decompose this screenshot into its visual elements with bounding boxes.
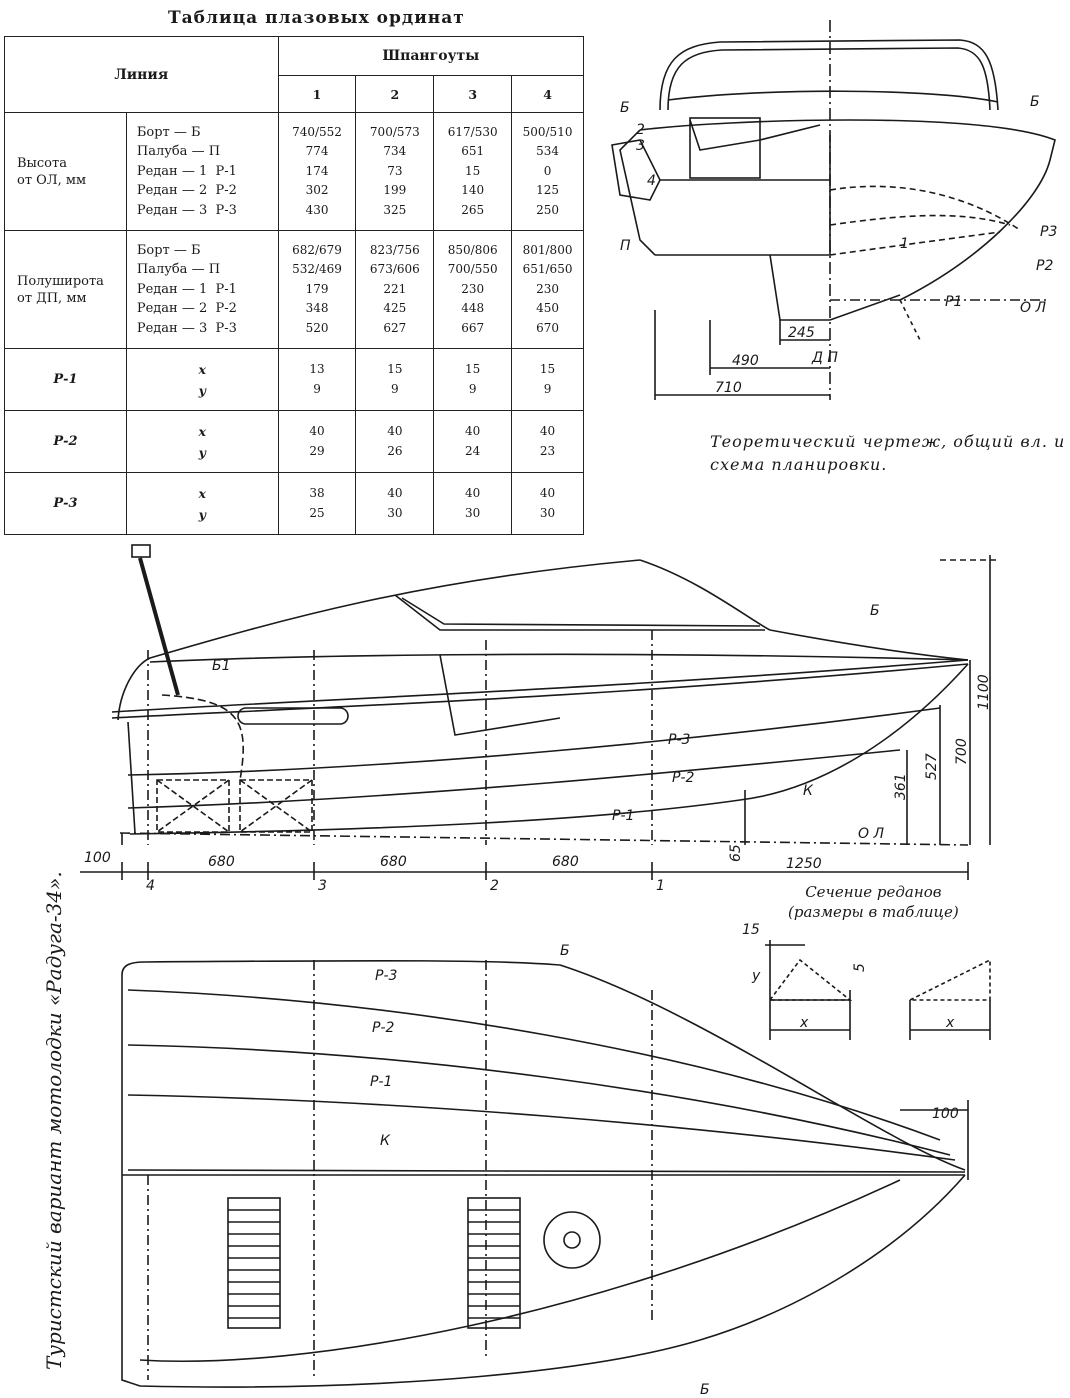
label-r1: Р-1	[612, 808, 634, 824]
dim-65: 65	[728, 844, 744, 862]
dim-1100: 1100	[976, 674, 992, 710]
dim-15: 15	[742, 922, 760, 938]
group-lines: Борт — Б Палуба — П Редан — 1 Р-1 Редан …	[125, 230, 279, 349]
dim-5: 5	[852, 963, 868, 972]
body-plan-drawing	[611, 20, 1056, 400]
label-ol: О Л	[858, 826, 884, 842]
label-b: Б	[700, 1382, 710, 1398]
xy-label: x y	[125, 472, 279, 535]
dim-1250: 1250	[786, 856, 822, 872]
table-cell: 13 9	[277, 348, 357, 411]
section-caption: Сечение реданов (размеры в таблице)	[788, 883, 959, 921]
table-cell: 40 30	[355, 472, 435, 535]
step-label: Р-1	[4, 348, 127, 411]
frame-number: 1	[277, 75, 357, 113]
dim-245: 245	[788, 325, 815, 341]
header-line: Линия	[4, 36, 279, 113]
frame-mark-1: 1	[656, 878, 665, 894]
table-cell: 801/800 651/650 230 450 670	[511, 230, 584, 349]
plan-view-drawing	[121, 959, 969, 1388]
label-dp: Д П	[811, 350, 838, 366]
label-r2: Р-2	[672, 770, 694, 786]
label-r1: Р-1	[370, 1074, 392, 1090]
dim-100: 100	[84, 850, 111, 866]
frame-mark-4: 4	[146, 878, 155, 894]
table-cell: 823/756 673/606 221 425 627	[355, 230, 435, 349]
label-n4: 4	[647, 173, 656, 189]
label-n2: 2	[636, 122, 645, 138]
label-r2: Р-2	[372, 1020, 394, 1036]
xy-label: x y	[125, 410, 279, 473]
table-title: Таблица плазовых ординат	[168, 8, 465, 28]
label-p2: Р2	[1036, 258, 1053, 274]
frame-number: 3	[433, 75, 513, 113]
label-k: К	[803, 783, 814, 799]
label-k: К	[380, 1133, 391, 1149]
frame-number: 4	[511, 75, 584, 113]
step-section-drawing	[765, 940, 991, 1040]
label-r3: Р-3	[668, 732, 690, 748]
label-p3: Р3	[1040, 224, 1057, 240]
dim-680: 680	[208, 854, 235, 870]
label-p1: Р1	[945, 294, 962, 310]
ordinates-table: Линия Шпангоуты 1 2 3 4 Высота от ОЛ, мм…	[4, 36, 585, 535]
table-cell: 40 26	[355, 410, 435, 473]
label-b: Б	[560, 943, 570, 959]
table-cell: 850/806 700/550 230 448 667	[433, 230, 513, 349]
table-cell: 682/679 532/469 179 348 520	[277, 230, 357, 349]
label-p: П	[620, 238, 631, 254]
dim-527: 527	[924, 753, 940, 780]
label-n1: 1	[900, 236, 909, 252]
group-lines: Борт — Б Палуба — П Редан — 1 Р-1 Редан …	[125, 112, 279, 231]
table-cell: 15 9	[511, 348, 584, 411]
table-cell: 500/510 534 0 125 250	[511, 112, 584, 231]
label-n3: 3	[636, 138, 645, 154]
side-profile-drawing	[80, 544, 1000, 880]
table-cell: 40 30	[511, 472, 584, 535]
group-label-halfbreadth: Полуширота от ДП, мм	[4, 230, 127, 349]
dim-100: 100	[932, 1106, 959, 1122]
table-cell: 40 30	[433, 472, 513, 535]
table-cell: 15 9	[355, 348, 435, 411]
label-b1: Б1	[212, 658, 231, 674]
dim-710: 710	[715, 380, 742, 396]
label-b: Б	[1030, 94, 1040, 110]
dim-680: 680	[380, 854, 407, 870]
dim-361: 361	[893, 773, 909, 800]
table-cell: 38 25	[277, 472, 357, 535]
table-cell: 740/552 774 174 302 430	[277, 112, 357, 231]
step-label: Р-3	[4, 472, 127, 535]
label-x: x	[945, 1015, 955, 1031]
label-b: Б	[620, 100, 630, 116]
dim-700: 700	[954, 738, 970, 765]
header-frames: Шпангоуты	[277, 36, 585, 76]
label-r3: Р-3	[375, 968, 397, 984]
dim-490: 490	[732, 353, 759, 369]
xy-label: x y	[125, 348, 279, 411]
dim-680: 680	[552, 854, 579, 870]
body-plan-caption: Теоретический чертеж, общий вл. и схема …	[710, 432, 1066, 474]
table-cell: 617/530 651 15 140 265	[433, 112, 513, 231]
label-b: Б	[870, 603, 880, 619]
frame-number: 2	[355, 75, 435, 113]
label-y: y	[751, 968, 761, 984]
group-label-height: Высота от ОЛ, мм	[4, 112, 127, 231]
label-x: x	[799, 1015, 809, 1031]
frame-mark-2: 2	[490, 878, 499, 894]
table-cell: 40 29	[277, 410, 357, 473]
frame-mark-3: 3	[318, 878, 327, 894]
label-ol: О Л	[1020, 300, 1046, 316]
